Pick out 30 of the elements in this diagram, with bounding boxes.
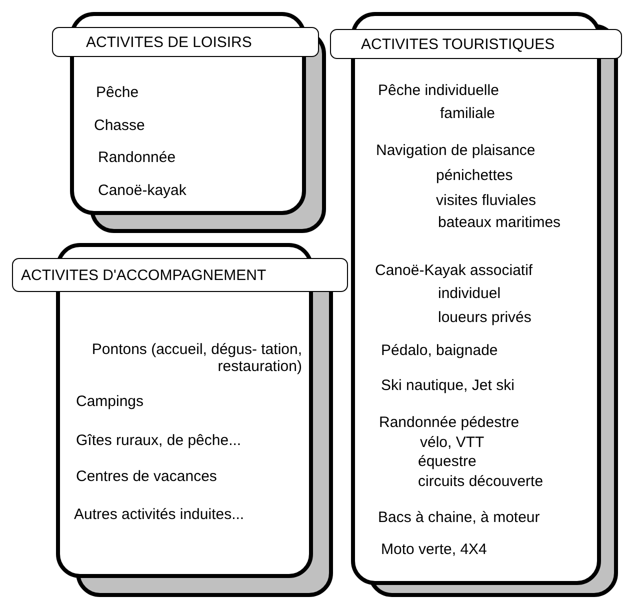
activity-item: Canoë-Kayak associatif <box>375 262 533 279</box>
activity-item: Canoë-kayak <box>98 182 186 199</box>
activity-card <box>351 12 618 597</box>
heading-tab: ACTIVITES DE LOISIRS <box>52 27 319 57</box>
activity-item: Randonnée <box>98 149 176 166</box>
activity-item: Moto verte, 4X4 <box>381 541 487 558</box>
activity-item: Pêche <box>96 84 139 101</box>
activity-item: individuel <box>438 285 501 302</box>
activity-item: Campings <box>76 393 144 410</box>
activity-item: circuits découverte <box>418 473 544 490</box>
activity-item: visites fluviales <box>436 192 536 209</box>
activity-item: Ski nautique, Jet ski <box>381 377 514 394</box>
activity-item: Bacs à chaine, à moteur <box>378 509 540 526</box>
activity-item: Centres de vacances <box>76 468 217 485</box>
activity-item: pénichettes <box>436 167 513 184</box>
activity-item: Pontons (accueil, dégus- tation, restauration) <box>90 341 302 375</box>
activity-item: Autres activités induites... <box>74 506 244 523</box>
activity-item: Pédalo, baignade <box>381 342 498 359</box>
activity-item: équestre <box>418 453 476 470</box>
activity-item: vélo, VTT <box>420 434 484 451</box>
heading-tab: ACTIVITES D'ACCOMPAGNEMENT <box>12 258 348 292</box>
activity-item: Chasse <box>94 117 145 134</box>
activity-item: Gîtes ruraux, de pêche... <box>76 432 242 449</box>
activity-item: bateaux maritimes <box>438 214 561 231</box>
heading-tab: ACTIVITES TOURISTIQUES <box>330 29 622 59</box>
activity-item: familiale <box>440 105 496 122</box>
activity-item: loueurs privés <box>438 309 532 326</box>
activity-item: Randonnée pédestre <box>379 414 520 431</box>
activity-item: Pêche individuelle <box>378 82 499 99</box>
activity-item: Navigation de plaisance <box>376 142 536 159</box>
